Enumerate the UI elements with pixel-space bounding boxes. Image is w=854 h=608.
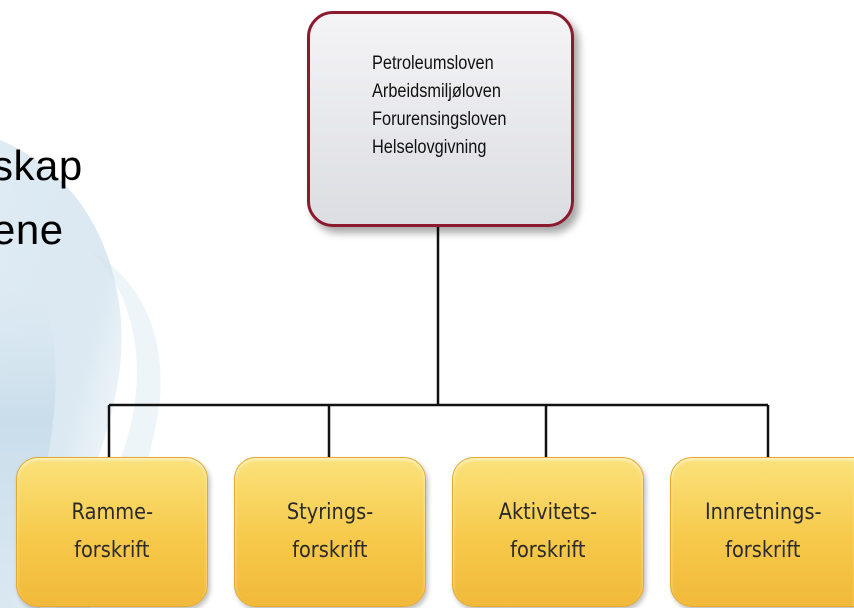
regulation-label-line2: forskrift — [510, 538, 586, 563]
law-item: Petroleumsloven — [372, 53, 494, 74]
laws-box: Petroleumsloven Arbeidsmiljøloven Forure… — [307, 11, 574, 227]
laws-list: Petroleumsloven Arbeidsmiljøloven Forure… — [372, 50, 528, 162]
law-item: Forurensingsloven — [372, 109, 507, 130]
slide-text-line-2: ene — [0, 206, 64, 253]
regulation-label-line1: Ramme- — [71, 500, 153, 525]
regulation-box-aktivitets: Aktivitets- forskrift — [452, 457, 644, 607]
regulation-label-line2: forskrift — [74, 538, 150, 563]
regulation-box-ramme: Ramme- forskrift — [16, 457, 208, 607]
regulation-label-line2: forskrift — [292, 538, 368, 563]
law-item: Arbeidsmiljøloven — [372, 81, 501, 102]
regulation-box-styrings: Styrings- forskrift — [234, 457, 426, 607]
slide-text-line-1: skap — [0, 142, 83, 189]
regulation-label-line1: Innretnings- — [704, 500, 822, 525]
regulation-label-line1: Aktivitets- — [498, 500, 598, 525]
law-item: Helselovgivning — [372, 137, 487, 158]
regulation-label-line1: Styrings- — [286, 500, 374, 525]
regulation-label-line2: forskrift — [725, 538, 801, 563]
regulation-box-innretnings: Innretnings- forskrift — [670, 457, 854, 607]
